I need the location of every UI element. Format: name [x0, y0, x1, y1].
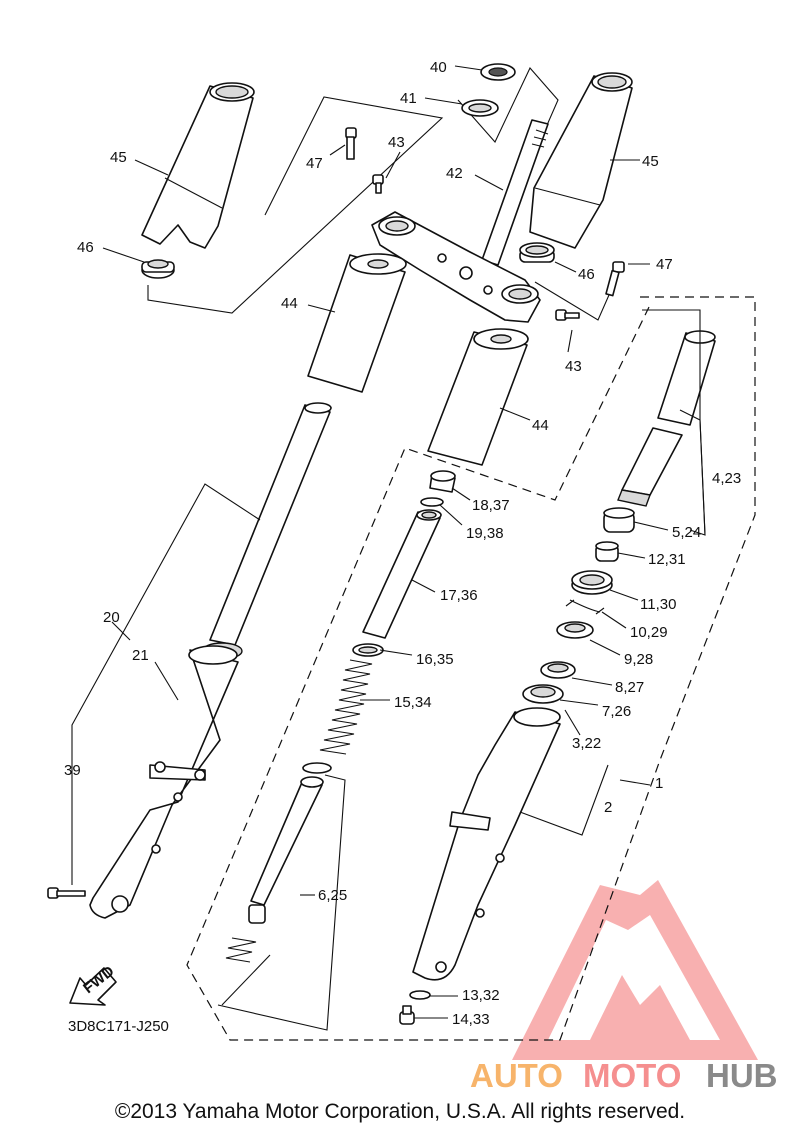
washer-46-left	[141, 259, 175, 279]
bolt-43-lower	[555, 309, 580, 321]
watermark-logo	[512, 880, 758, 1060]
label-43b: 43	[565, 358, 582, 375]
label-12-31: 12,31	[648, 551, 686, 568]
bolt-47-left	[345, 127, 357, 160]
label-47b: 47	[656, 256, 673, 273]
washer-13-32	[409, 990, 431, 1000]
label-39: 39	[64, 762, 81, 779]
label-46b: 46	[578, 266, 595, 283]
steering-stem	[481, 119, 549, 266]
assembly-boundary-1	[186, 296, 756, 1041]
label-17-36: 17,36	[440, 587, 478, 604]
label-9-28: 9,28	[624, 651, 653, 668]
label-42: 42	[446, 165, 463, 182]
label-2: 2	[604, 799, 612, 816]
bolt-39	[47, 887, 86, 899]
watermark-moto: MOTO	[583, 1057, 681, 1094]
handlebar-group-outline	[147, 96, 444, 314]
label-43a: 43	[388, 134, 405, 151]
label-47a: 47	[306, 155, 323, 172]
label-21: 21	[132, 647, 149, 664]
label-10-29: 10,29	[630, 624, 668, 641]
upper-tube-cover-right	[427, 328, 529, 466]
right-inner-tube-4-23	[617, 330, 716, 507]
label-11-30: 11,30	[640, 596, 676, 613]
rebound-spring	[225, 937, 257, 963]
upper-tube-cover-left	[307, 253, 407, 393]
piston-ring-16	[302, 762, 332, 774]
label-40: 40	[430, 59, 447, 76]
washer-9-28	[556, 621, 594, 639]
label-6-25: 6,25	[318, 887, 347, 904]
clip-10-29	[565, 599, 605, 615]
washer-16-35	[352, 643, 384, 657]
label-20: 20	[103, 609, 120, 626]
bolt-47-right	[605, 261, 625, 297]
label-44b: 44	[532, 417, 549, 434]
label-44a: 44	[281, 295, 298, 312]
washer-41	[461, 99, 499, 117]
label-3-22: 3,22	[572, 735, 601, 752]
bolt-14-33	[399, 1005, 415, 1025]
label-45b: 45	[642, 153, 659, 170]
cap-bolt-18-37	[429, 470, 456, 493]
label-15-34: 15,34	[394, 694, 432, 711]
watermark-auto: AUTO	[470, 1057, 563, 1094]
left-fork-assembly	[89, 402, 332, 919]
diagram-code: 3D8C171-J250	[68, 1018, 169, 1035]
fork-cover-right	[529, 72, 633, 249]
label-14-33: 14,33	[452, 1011, 490, 1028]
outer-tube-2	[412, 707, 561, 981]
bushing-5-24	[603, 507, 635, 533]
bushing-8-27	[540, 661, 576, 679]
watermark-hub: HUB	[706, 1057, 778, 1094]
label-13-32: 13,32	[462, 987, 500, 1004]
fork-cover-left	[141, 82, 255, 249]
label-46a: 46	[77, 239, 94, 256]
copyright-notice: ©2013 Yamaha Motor Corporation, U.S.A. A…	[114, 1100, 686, 1123]
oil-seal-11-30	[571, 570, 613, 595]
spacer-17-36	[362, 509, 442, 639]
damper-rod-6-25	[248, 776, 324, 924]
washer-46-right	[519, 242, 555, 263]
label-1: 1	[655, 775, 663, 792]
label-19-38: 19,38	[466, 525, 504, 542]
bushing-12-31	[595, 541, 619, 562]
watermark-text: AUTO MOTO HUB	[470, 1057, 778, 1094]
bearing-seal-40	[480, 63, 516, 81]
label-8-27: 8,27	[615, 679, 644, 696]
dust-seal-7-26	[522, 684, 564, 704]
label-41: 41	[400, 90, 417, 107]
part-labels: 40 41 42 43 47 45 45 46 46 47 43 44 44 4…	[64, 59, 741, 1035]
middle-outline	[217, 774, 346, 1031]
label-18-37: 18,37	[472, 497, 510, 514]
label-16-35: 16,35	[416, 651, 454, 668]
label-5-24: 5,24	[672, 524, 701, 541]
o-ring-19-38	[420, 497, 444, 507]
spring-15-34	[319, 659, 373, 755]
bolt-43-upper	[372, 174, 384, 194]
leader-lines	[71, 65, 706, 1019]
label-45a: 45	[110, 149, 127, 166]
label-7-26: 7,26	[602, 703, 631, 720]
label-4-23: 4,23	[712, 470, 741, 487]
under-bracket	[371, 211, 541, 323]
fwd-arrow-icon: FWD	[69, 963, 118, 1006]
